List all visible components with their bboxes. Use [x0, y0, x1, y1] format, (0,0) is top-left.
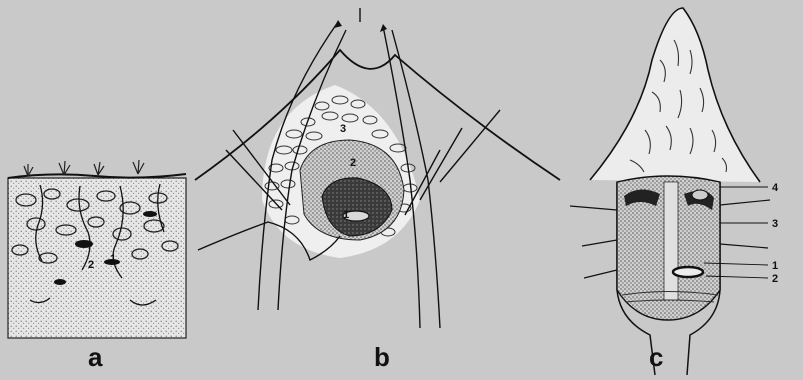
panel-b-label-3: 3 [340, 123, 346, 135]
cap-outline [590, 8, 760, 182]
panel-b-label-2: 2 [350, 157, 356, 169]
septum [664, 182, 678, 300]
panel-c-label-4: 4 [772, 182, 779, 194]
panel-a-label-1: 1 [110, 253, 116, 265]
panel-b: 1 2 3 [195, 8, 560, 328]
soil-surface [8, 174, 186, 178]
panel-c-caption: c [649, 342, 663, 373]
panel-c: 4 3 1 2 [570, 8, 779, 375]
panel-b-label-1: 1 [343, 209, 349, 221]
panel-a: 1 2 [8, 160, 186, 338]
egg [692, 190, 708, 200]
panel-c-label-1: 1 [772, 260, 778, 272]
panel-c-label-2: 2 [772, 273, 778, 285]
panel-c-label-3: 3 [772, 218, 778, 230]
nodule [673, 267, 703, 277]
grass-tufts [24, 160, 144, 176]
panel-a-label-2: 2 [88, 259, 94, 271]
panel-b-caption: b [374, 342, 390, 373]
panel-a-caption: a [88, 342, 102, 373]
